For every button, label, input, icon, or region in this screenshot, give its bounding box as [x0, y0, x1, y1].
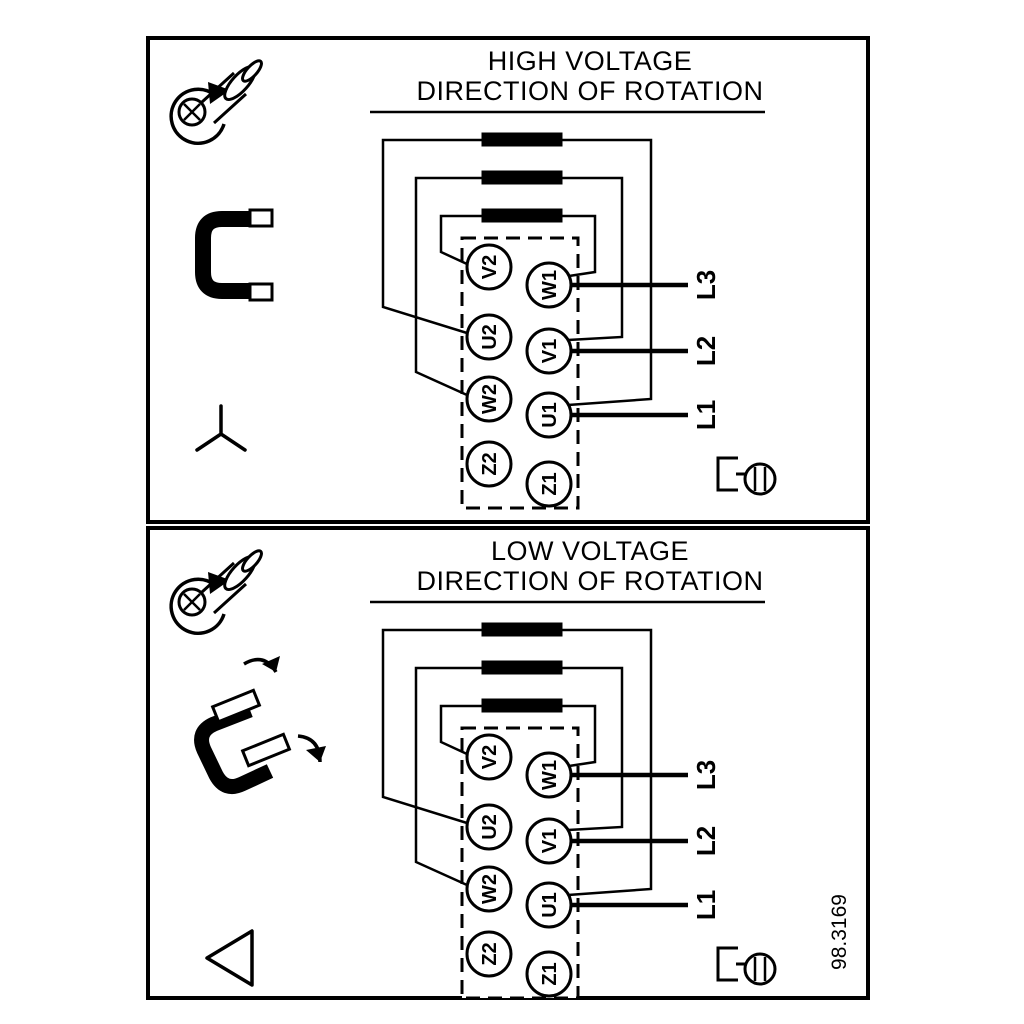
panel-title-line2: DIRECTION OF ROTATION: [417, 566, 764, 596]
terminal-label-v1: V1: [539, 829, 561, 853]
panel-border: [146, 36, 870, 524]
wiring-high-voltage: V2 U2 W2 Z2 W1 V1 U1 Z1 L3 L2 L1: [381, 132, 721, 510]
jumper-bar-1: [481, 132, 563, 147]
jumper-bar-1: [481, 622, 563, 637]
terminal-label-z2: Z2: [479, 942, 501, 965]
terminal-z2: [465, 440, 513, 488]
terminal-v1: [525, 817, 573, 865]
ground-screw-icon: [716, 456, 777, 496]
terminal-label-w2: W2: [479, 874, 501, 904]
jumper-bar-3: [481, 698, 563, 713]
terminal-v2: [465, 243, 513, 291]
supply-label-l2: L2: [691, 336, 721, 366]
terminal-label-w1: W1: [539, 760, 561, 790]
panel-high-voltage: HIGH VOLTAGE DIRECTION OF ROTATION: [146, 36, 870, 524]
terminal-z1: [525, 460, 573, 508]
terminal-w2: [465, 865, 513, 913]
terminal-w2: [465, 375, 513, 423]
terminal-label-u2: U2: [479, 814, 501, 840]
terminal-v2: [465, 733, 513, 781]
terminal-u1: [525, 881, 573, 929]
panel-title-line1: HIGH VOLTAGE: [488, 46, 693, 76]
terminal-label-w1: W1: [539, 270, 561, 300]
panel-title-line1: LOW VOLTAGE: [491, 536, 689, 566]
star-connection-symbol: [195, 404, 247, 452]
jumper-bar-2: [481, 170, 563, 185]
jumper-links-moving-icon: [194, 656, 326, 794]
supply-label-l3: L3: [691, 760, 721, 790]
supply-label-l2: L2: [691, 826, 721, 856]
terminal-label-u1: U1: [539, 892, 561, 918]
terminal-z2: [465, 930, 513, 978]
terminal-w1: [525, 751, 573, 799]
screw-rotation-icon: [169, 549, 263, 635]
terminal-w1: [525, 261, 573, 309]
terminal-label-v1: V1: [539, 339, 561, 363]
screw-rotation-icon: [169, 59, 263, 145]
jumper-bar-3: [481, 208, 563, 223]
jumper-bar-2: [481, 660, 563, 675]
terminal-label-v2: V2: [479, 255, 501, 279]
figure-number: 98.3169: [828, 894, 851, 970]
wiring-low-voltage: V2 U2 W2 Z2 W1 V1 U1 Z1 L3 L2 L1: [381, 622, 721, 1000]
panel-title-line2: DIRECTION OF ROTATION: [417, 76, 764, 106]
terminal-u1: [525, 391, 573, 439]
terminal-label-z2: Z2: [479, 452, 501, 475]
delta-connection-symbol: [205, 929, 254, 987]
terminal-label-u2: U2: [479, 324, 501, 350]
terminal-label-u1: U1: [539, 402, 561, 428]
terminal-label-v2: V2: [479, 745, 501, 769]
terminal-z1: [525, 950, 573, 998]
panel-low-voltage: LOW VOLTAGE DIRECTION OF ROTATION: [146, 526, 870, 1000]
supply-label-l3: L3: [691, 270, 721, 300]
supply-label-l1: L1: [691, 400, 721, 430]
terminal-v1: [525, 327, 573, 375]
jumper-link-icon: [195, 208, 274, 302]
terminal-label-w2: W2: [479, 384, 501, 414]
terminal-u2: [465, 803, 513, 851]
ground-screw-icon: [716, 946, 777, 986]
terminal-label-z1: Z1: [539, 472, 561, 495]
supply-label-l1: L1: [691, 890, 721, 920]
terminal-u2: [465, 313, 513, 361]
terminal-label-z1: Z1: [539, 962, 561, 985]
